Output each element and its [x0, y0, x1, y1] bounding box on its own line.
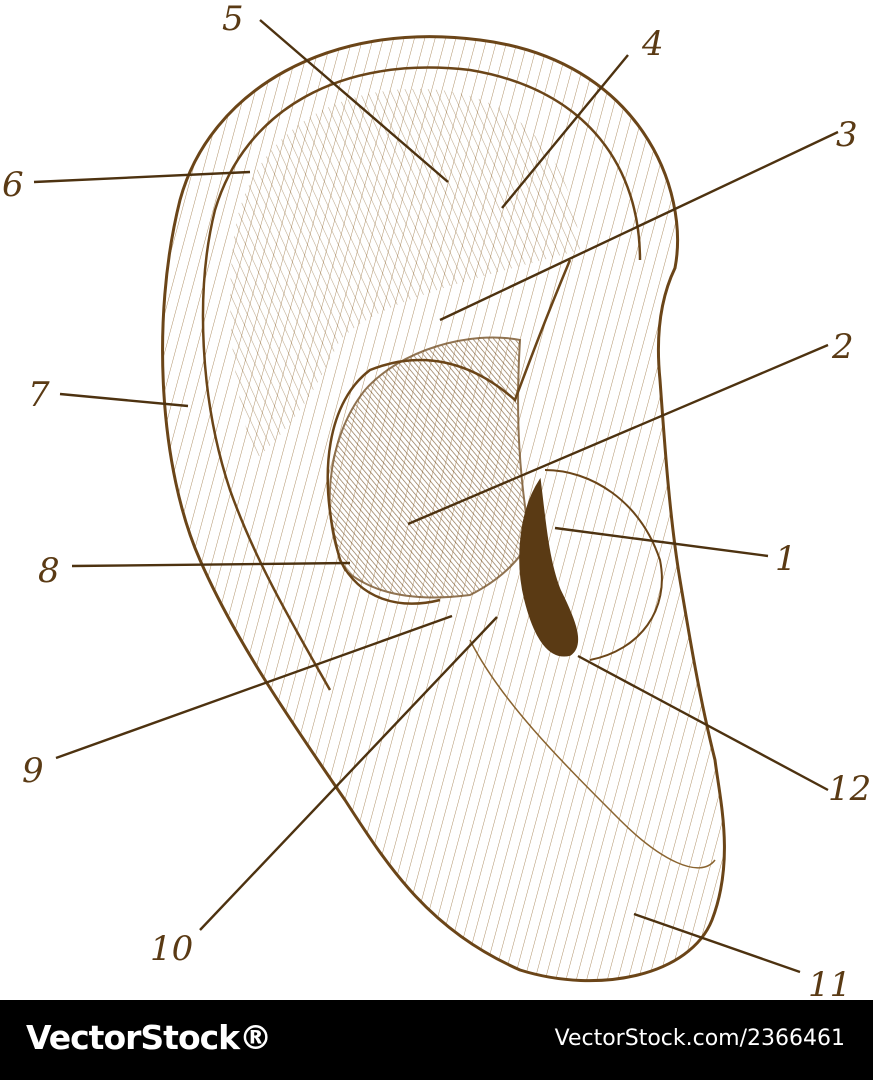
tragus — [544, 469, 663, 661]
label-2: 2 — [831, 327, 854, 367]
footer-brand: VectorStock® — [26, 1018, 272, 1057]
leader-line-7 — [59, 392, 189, 408]
leader-line-4 — [501, 54, 629, 209]
leader-line-11 — [633, 912, 801, 974]
number-labels: 1 2 3 4 5 6 7 8 9 10 11 12 — [2, 0, 871, 1000]
helix-rim — [201, 66, 642, 691]
concha-bowl — [328, 336, 532, 599]
label-8: 8 — [38, 551, 60, 591]
label-9: 9 — [22, 751, 44, 791]
leader-lines — [33, 19, 839, 974]
label-1: 1 — [775, 539, 797, 579]
lobule — [469, 639, 716, 869]
leader-line-1 — [554, 526, 769, 558]
leader-line-10 — [199, 616, 498, 931]
label-10: 10 — [150, 929, 193, 969]
label-7: 7 — [28, 375, 50, 415]
ear-illustration: 1 2 3 4 5 6 7 8 9 10 11 12 — [2, 0, 871, 1000]
leader-line-2 — [407, 343, 829, 526]
footer-bar: VectorStock® VectorStock.com/2366461 — [0, 1000, 873, 1080]
leader-line-8 — [71, 561, 351, 568]
label-6: 6 — [2, 165, 24, 205]
leader-line-9 — [55, 614, 453, 760]
label-3: 3 — [836, 115, 858, 155]
intertragic-notch — [519, 477, 579, 657]
label-11: 11 — [808, 965, 851, 1000]
leader-line-6 — [33, 170, 251, 184]
leader-line-5 — [259, 19, 449, 183]
footer-image-id: VectorStock.com/2366461 — [554, 1026, 845, 1051]
leader-line-3 — [439, 130, 839, 322]
label-4: 4 — [641, 24, 664, 64]
leader-line-12 — [577, 654, 829, 792]
label-5: 5 — [222, 0, 244, 39]
antihelix — [326, 259, 572, 605]
label-12: 12 — [828, 769, 871, 809]
scapha-shading — [230, 88, 581, 461]
